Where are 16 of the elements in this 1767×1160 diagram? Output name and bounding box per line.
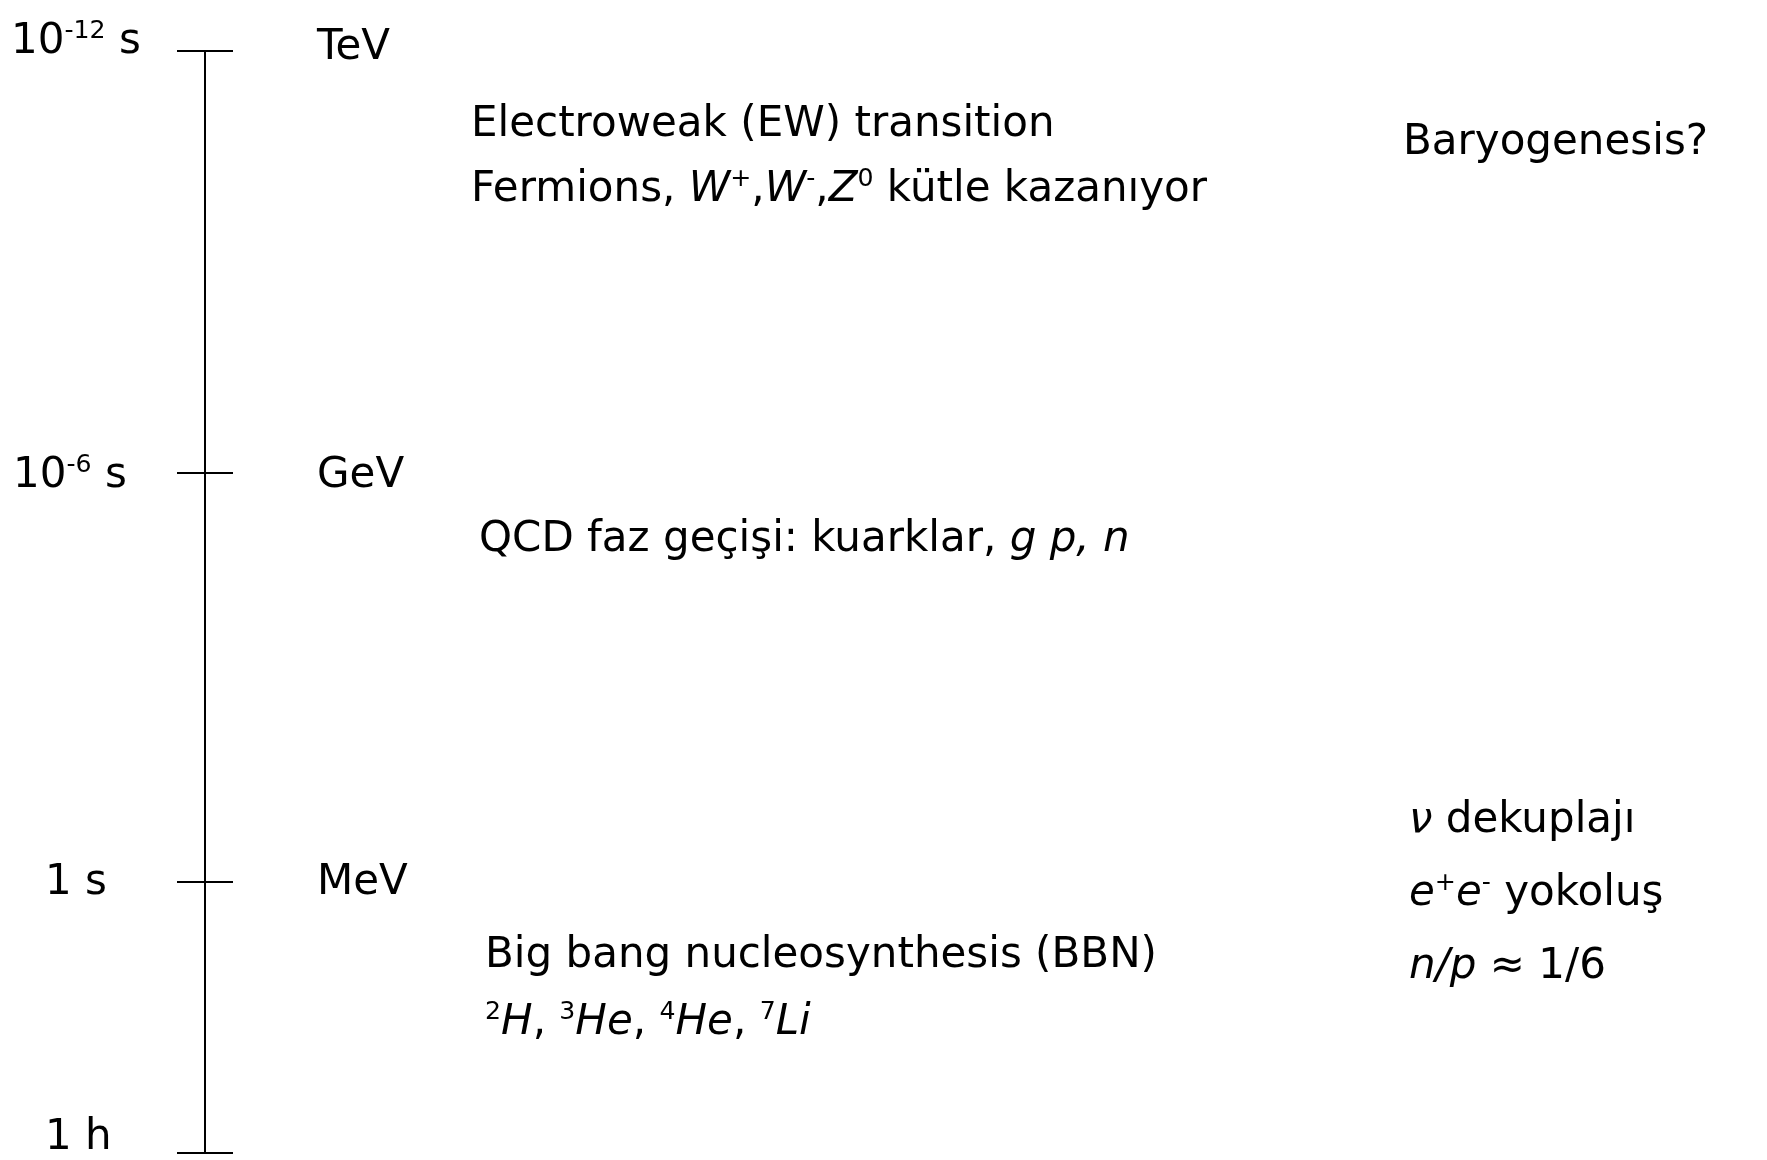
energy-label: GeV (317, 448, 405, 499)
note-text: ν dekuplajı (1409, 793, 1636, 844)
note-text: Baryogenesis? (1403, 115, 1709, 166)
event-text: QCD faz geçişi: kuarklar, g p, n (479, 512, 1130, 563)
note-text: n/p ≈ 1/6 (1409, 939, 1606, 990)
energy-label: MeV (317, 855, 408, 906)
time-label: 10$^{-12}$ s (11, 14, 141, 65)
time-label: 10$^{-6}$ s (13, 448, 127, 499)
energy-label: TeV (317, 20, 391, 71)
note-text: e$^{+}$e$^{-}$ yokoluş (1409, 866, 1664, 917)
event-text: $^{2}$H, $^{3}$He, $^{4}$He, $^{7}$Li (485, 995, 811, 1046)
time-label: 1 h (45, 1110, 112, 1160)
event-text: Fermions, W$^{+}$,W$^{-}$,Z$^{0}$ kütle kazanıyor (471, 162, 1208, 213)
time-label: 1 s (45, 855, 107, 906)
event-text: Electroweak (EW) transition (471, 97, 1055, 148)
event-text: Big bang nucleosynthesis (BBN) (485, 928, 1157, 979)
